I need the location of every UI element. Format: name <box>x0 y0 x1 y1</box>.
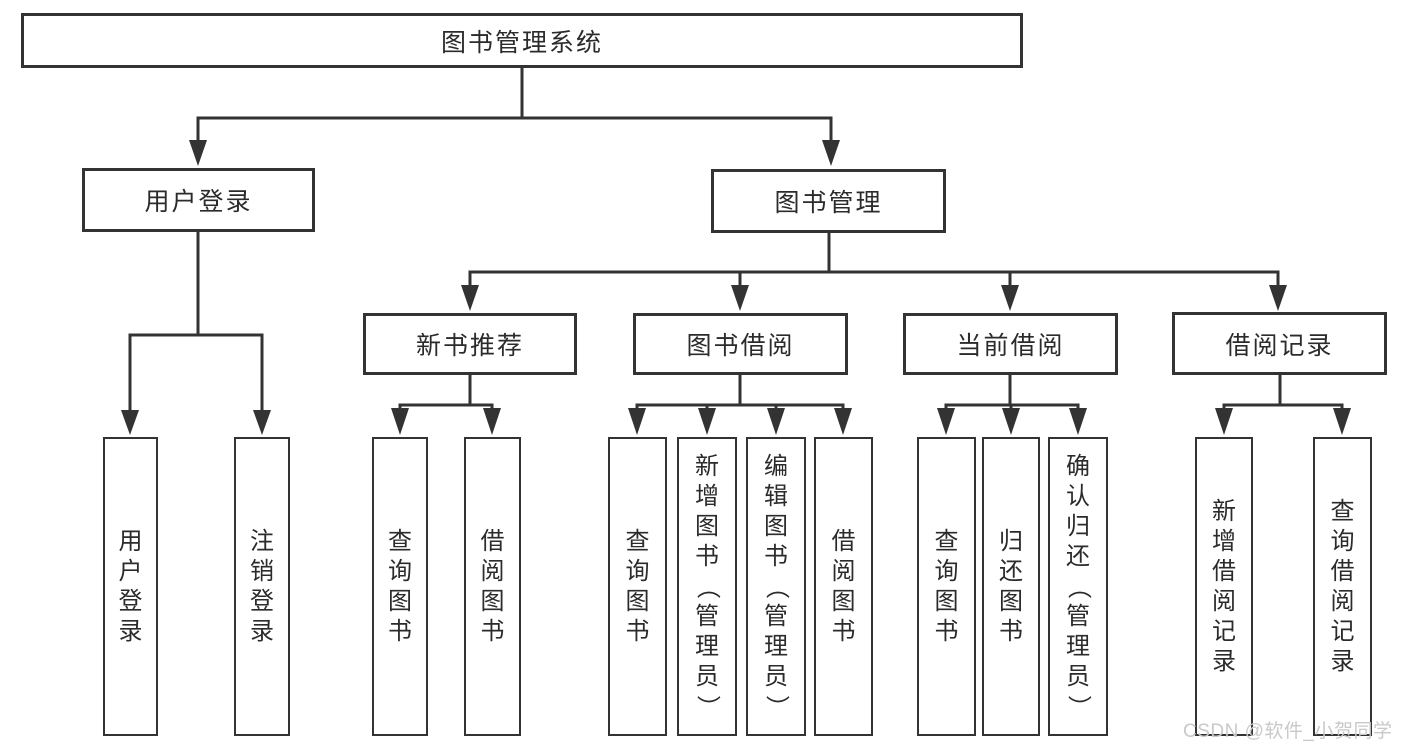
leaf-return-books: 归还图书 <box>982 437 1040 736</box>
edges-user-login <box>121 232 271 435</box>
leaf-query-books-recommend-label: 查询图书 <box>388 527 412 645</box>
leaf-query-books-borrowing-label: 查询图书 <box>625 527 650 645</box>
leaf-query-books-recommend: 查询图书 <box>372 437 428 736</box>
leaf-user-login-label: 用户登录 <box>118 527 143 645</box>
edges-root <box>189 68 840 166</box>
edge-path <box>128 232 264 414</box>
leaf-query-books-current-label: 查询图书 <box>934 527 959 645</box>
arrowhead <box>1333 408 1351 435</box>
edge-path <box>196 68 833 144</box>
watermark: CSDN @软件_小贺同学 <box>1183 721 1393 742</box>
arrowhead <box>1002 408 1020 435</box>
leaf-return-books-label: 归还图书 <box>999 527 1023 645</box>
leaf-borrow-books-borrowing-label: 借阅图书 <box>831 527 856 645</box>
arrowhead <box>731 285 749 311</box>
arrowhead <box>698 408 716 435</box>
arrowhead <box>937 408 955 435</box>
edges-new-book <box>391 375 501 435</box>
node-user-login-label: 用户登录 <box>144 188 253 216</box>
leaf-edit-book-admin-label: 编辑图书（管理员） <box>763 452 790 719</box>
node-root-label: 图书管理系统 <box>440 28 603 57</box>
edge-path <box>1222 375 1344 412</box>
arrowhead <box>1215 408 1233 435</box>
arrowhead <box>121 410 139 435</box>
node-borrowing-records: 借阅记录 <box>1172 312 1387 375</box>
leaf-borrow-books-borrowing: 借阅图书 <box>814 437 873 736</box>
edge-path <box>944 375 1080 412</box>
leaf-edit-book-admin: 编辑图书（管理员） <box>746 437 806 736</box>
leaf-borrow-books-recommend-label: 借阅图书 <box>480 527 505 645</box>
node-book-management: 图书管理 <box>711 169 946 233</box>
leaf-add-book-admin-label: 新增图书（管理员） <box>694 452 721 719</box>
node-user-login: 用户登录 <box>82 168 315 232</box>
arrowhead <box>1001 285 1019 311</box>
leaf-add-borrow-record-label: 新增借阅记录 <box>1212 497 1236 675</box>
edge-path <box>468 233 1280 290</box>
leaf-query-books-current: 查询图书 <box>917 437 976 736</box>
leaf-logout: 注销登录 <box>234 437 290 736</box>
node-book-management-label: 图书管理 <box>774 189 883 217</box>
node-new-book-recommend-label: 新书推荐 <box>415 332 524 360</box>
leaf-query-borrow-record-label: 查询借阅记录 <box>1330 497 1355 675</box>
edge-path <box>398 375 494 412</box>
arrowhead <box>628 408 646 435</box>
arrowhead <box>1069 408 1087 435</box>
edges-borrowing-records <box>1215 375 1351 435</box>
leaf-add-borrow-record: 新增借阅记录 <box>1195 437 1253 736</box>
node-current-borrowing: 当前借阅 <box>903 313 1118 375</box>
node-book-borrowing: 图书借阅 <box>633 313 848 375</box>
node-root: 图书管理系统 <box>21 13 1023 68</box>
leaf-confirm-return-admin-label: 确认归还（管理员） <box>1065 452 1092 719</box>
node-current-borrowing-label: 当前借阅 <box>956 332 1065 360</box>
leaf-logout-label: 注销登录 <box>250 527 274 645</box>
edges-book-mgmt <box>461 233 1287 311</box>
node-book-borrowing-label: 图书借阅 <box>686 332 795 360</box>
arrowhead <box>461 285 479 311</box>
arrowhead <box>834 408 852 435</box>
leaf-query-borrow-record: 查询借阅记录 <box>1313 437 1372 736</box>
leaf-borrow-books-recommend: 借阅图书 <box>464 437 521 736</box>
edge-path <box>635 375 845 412</box>
node-new-book-recommend: 新书推荐 <box>363 313 577 375</box>
arrowhead <box>1269 285 1287 311</box>
arrowhead <box>483 408 501 435</box>
leaf-add-book-admin: 新增图书（管理员） <box>677 437 737 736</box>
arrowhead <box>822 140 840 166</box>
arrowhead <box>391 408 409 435</box>
arrowhead <box>253 410 271 435</box>
edges-current-borrowing <box>937 375 1087 435</box>
leaf-query-books-borrowing: 查询图书 <box>608 437 667 736</box>
leaf-confirm-return-admin: 确认归还（管理员） <box>1048 437 1108 736</box>
node-borrowing-records-label: 借阅记录 <box>1225 331 1334 360</box>
leaf-user-login: 用户登录 <box>103 437 158 736</box>
edges-book-borrowing <box>628 375 852 435</box>
arrowhead <box>767 408 785 435</box>
arrowhead <box>189 140 207 166</box>
